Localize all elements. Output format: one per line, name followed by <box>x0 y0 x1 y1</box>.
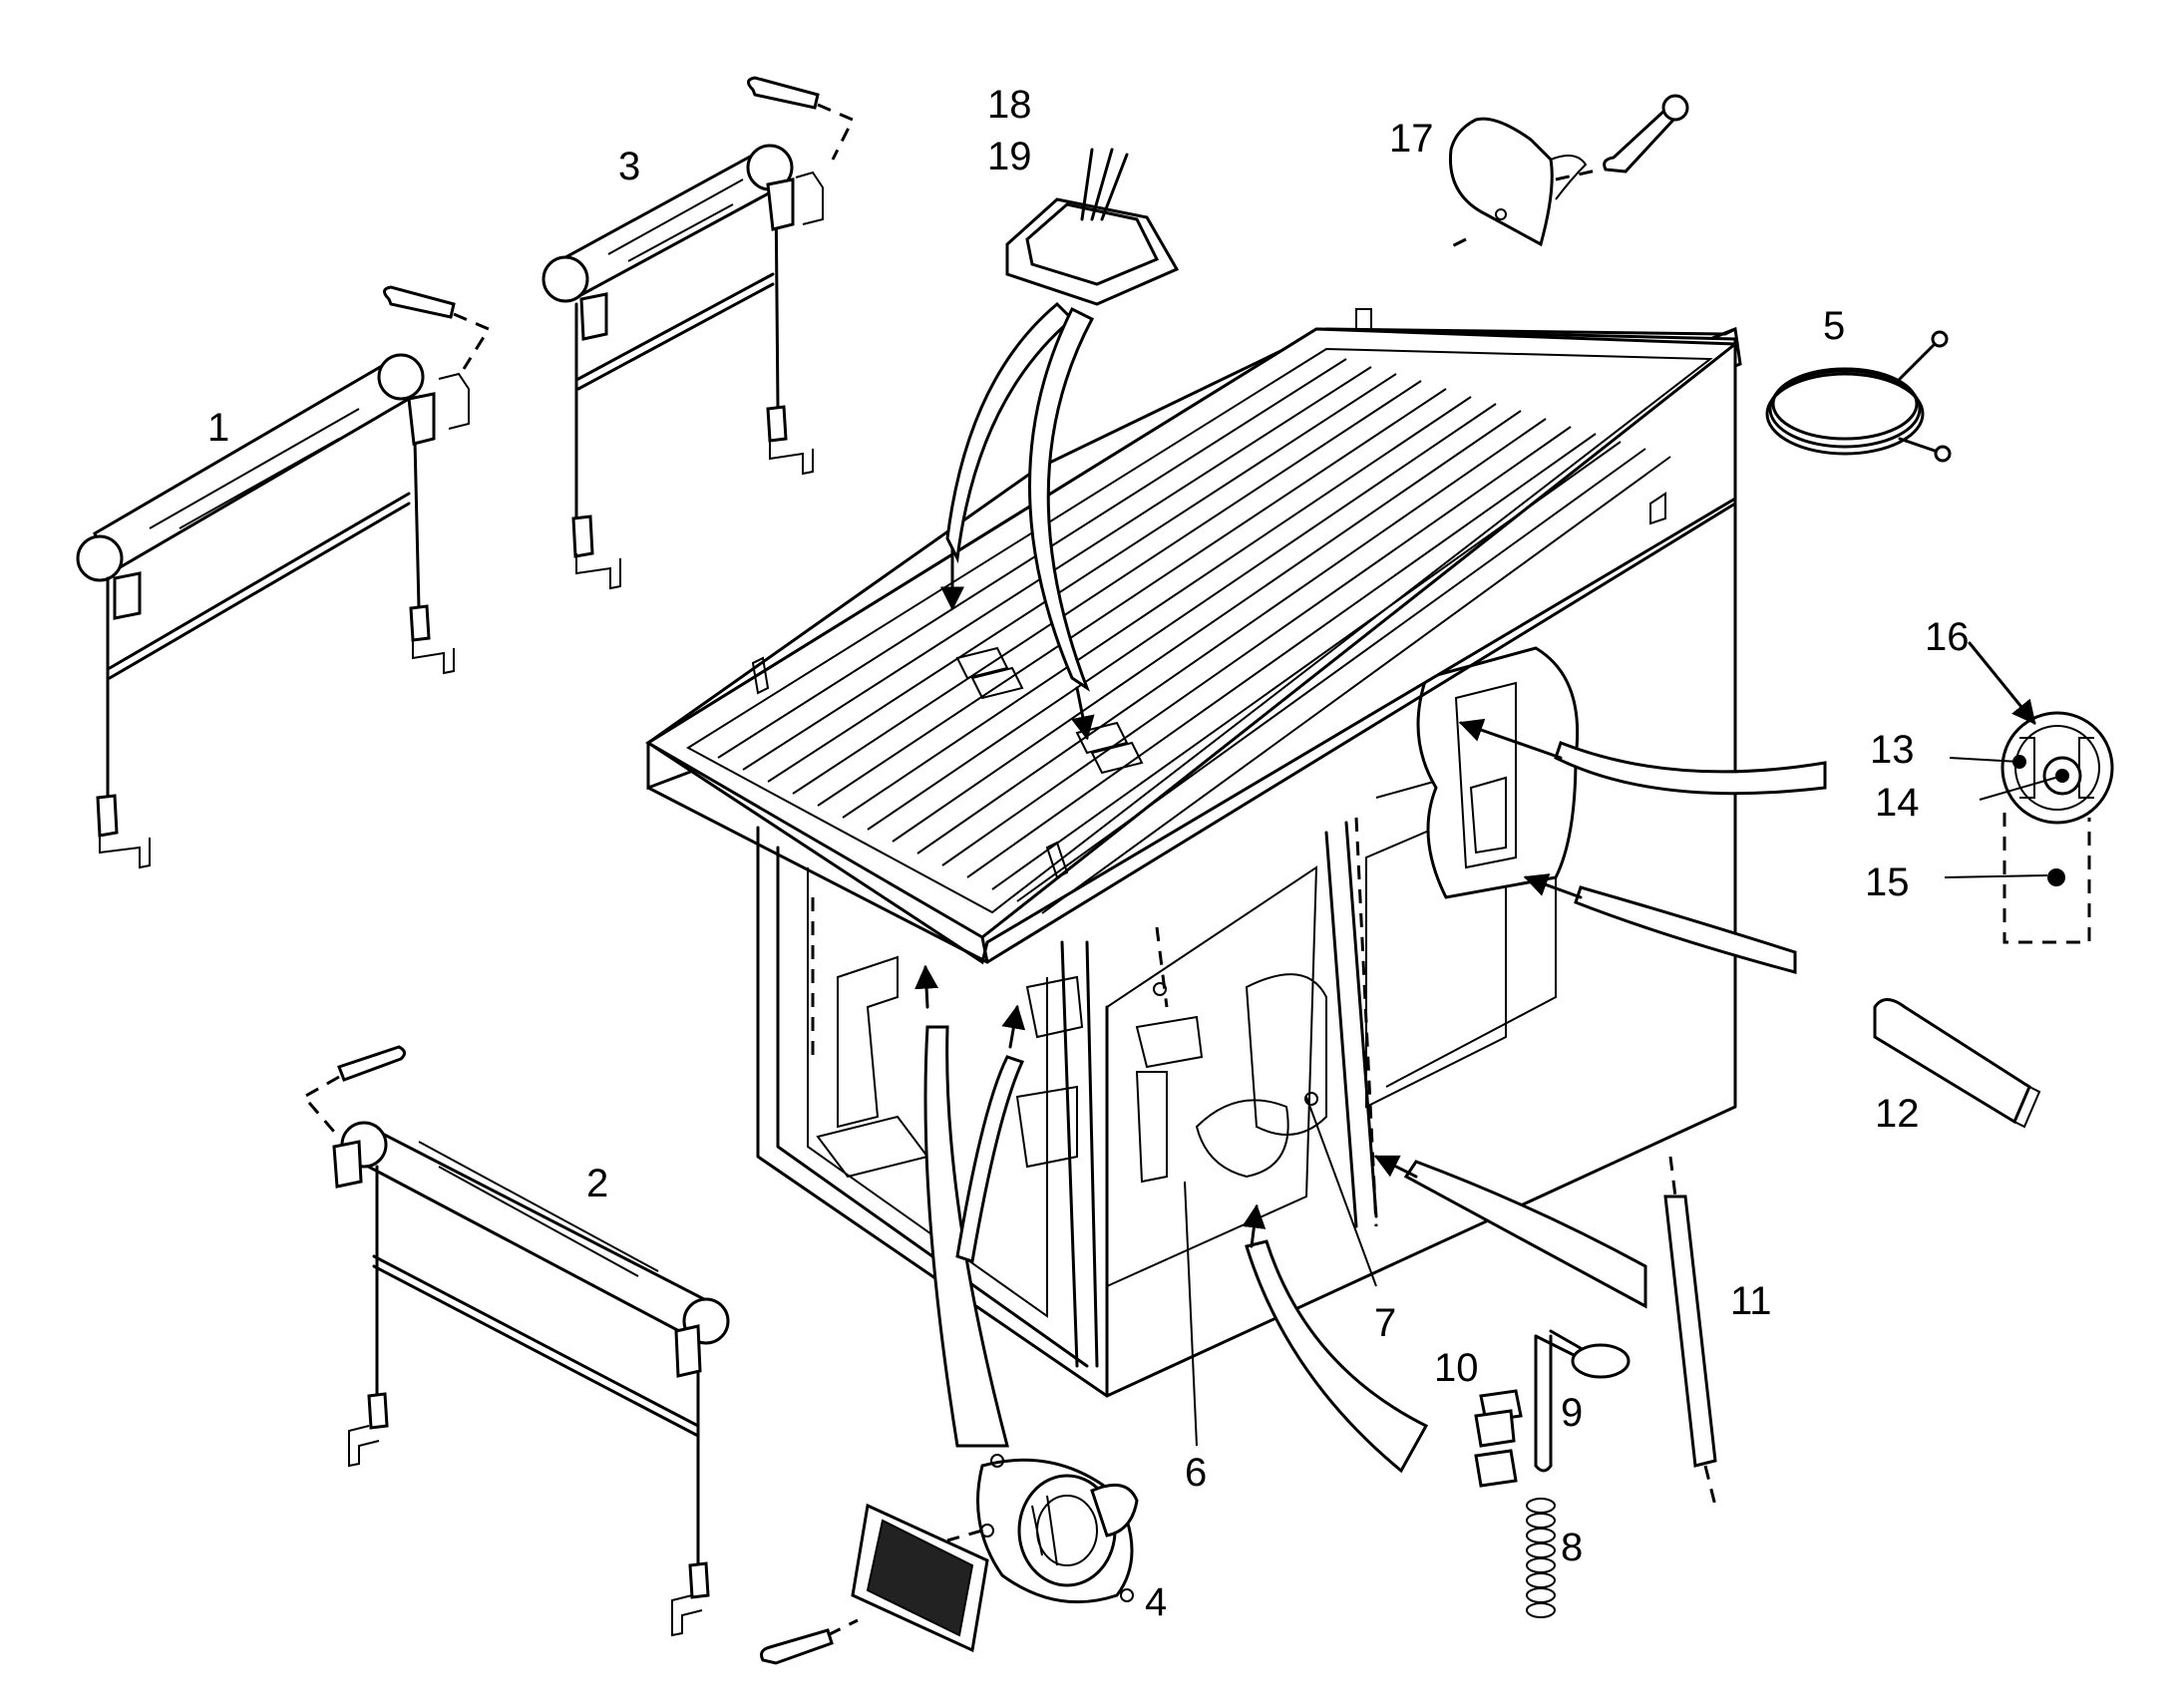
leader-7 <box>1305 1096 1377 1287</box>
leader-13 <box>1949 757 2020 763</box>
cab-roof <box>645 308 1742 965</box>
install-band-window-seal <box>1373 1155 1647 1309</box>
callout-4: 4 <box>1145 1580 1167 1624</box>
light-fixture-16 <box>2000 711 2114 944</box>
callout-13: 13 <box>1870 728 1915 772</box>
wire-coil-5 <box>1765 330 1952 463</box>
callout-6: 6 <box>1185 1451 1207 1495</box>
callout-2: 2 <box>586 1162 608 1205</box>
roof-hole-left <box>955 646 1024 700</box>
callout-17: 17 <box>1389 117 1434 161</box>
heater-duct-7 <box>1304 1092 1318 1106</box>
callout-1: 1 <box>207 406 229 450</box>
leader-14 <box>1979 775 2063 801</box>
install-band-dome-light-right <box>1028 306 1095 741</box>
springs-8 <box>1526 1498 1556 1618</box>
roller-shade-2 <box>301 1045 730 1637</box>
leader-6 <box>1184 1181 1198 1447</box>
callout-10: 10 <box>1434 1346 1479 1390</box>
callout-11: 11 <box>1730 1279 1772 1323</box>
callout-5: 5 <box>1823 304 1845 348</box>
speaker-grille <box>851 1503 989 1653</box>
strip-11 <box>1663 1156 1717 1507</box>
leader-15 <box>1944 874 2048 878</box>
callout-3: 3 <box>618 145 640 188</box>
callout-12: 12 <box>1875 1092 1920 1136</box>
roof-slats <box>717 358 1671 914</box>
seal-12 <box>1873 998 2041 1129</box>
callout-labels: 1 2 3 4 5 6 7 8 9 10 11 12 13 14 15 16 1… <box>207 83 1970 1624</box>
roof-hole-right <box>1075 721 1144 775</box>
callout-19: 19 <box>987 135 1032 178</box>
install-band-speaker <box>914 964 1026 1448</box>
callout-7: 7 <box>1374 1301 1396 1345</box>
callout-15: 15 <box>1865 860 1910 904</box>
leader-lines <box>1184 641 2063 1447</box>
roller-shade-1 <box>76 285 492 869</box>
roller-shade-3 <box>542 76 856 590</box>
install-band-defroster <box>1242 1203 1429 1474</box>
callout-8: 8 <box>1561 1526 1583 1569</box>
dome-light-18-19 <box>1005 148 1180 306</box>
install-band-dome-light-left <box>940 301 1075 611</box>
defroster-hose-6 <box>1153 982 1167 996</box>
grille-screw <box>760 1618 859 1665</box>
bracket-17 <box>1445 94 1689 251</box>
cab-body <box>756 497 1737 1398</box>
hook-9 <box>1534 1329 1631 1473</box>
install-band-lens <box>1523 873 1797 974</box>
leader-16 <box>1968 641 2036 725</box>
speaker-4 <box>946 1454 1139 1604</box>
callout-16: 16 <box>1925 615 1970 659</box>
clips-10 <box>1474 1389 1523 1488</box>
callout-9: 9 <box>1561 1391 1583 1435</box>
callout-14: 14 <box>1875 781 1920 825</box>
callout-18: 18 <box>987 83 1032 127</box>
install-band-light-fixture <box>1458 718 1827 796</box>
